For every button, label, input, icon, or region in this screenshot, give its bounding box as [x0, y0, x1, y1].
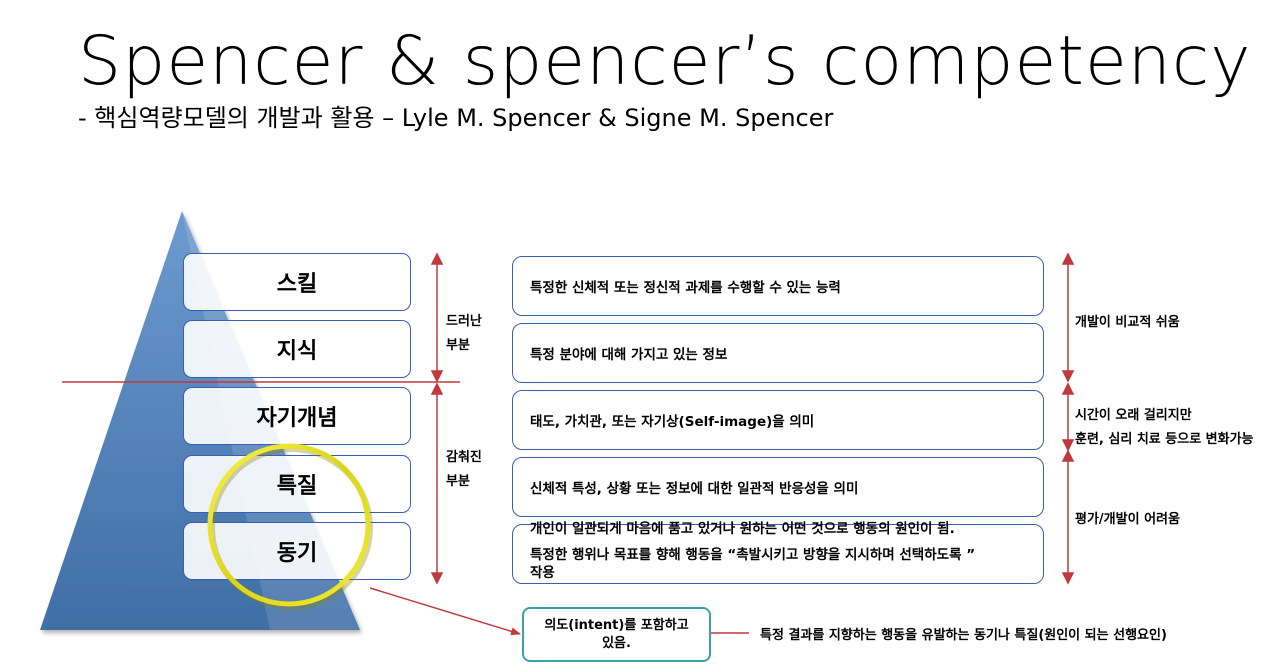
- description-traits: 신체적 특성, 상황 또는 정보에 대한 일관적 반응성을 의미: [512, 457, 1044, 517]
- development-easy-label: 개발이 비교적 쉬움: [1075, 315, 1180, 330]
- hidden-part-label: 감춰진 부분: [446, 450, 482, 489]
- visible-part-label: 드러난 부분: [446, 314, 482, 353]
- level-label: 동기: [276, 541, 318, 566]
- page-subtitle: - 핵심역량모델의 개발과 활용 – Lyle M. Spencer & Sig…: [78, 104, 834, 132]
- level-label: 스킬: [276, 272, 318, 297]
- level-box-knowledge: 지식: [183, 320, 411, 378]
- intent-note: 특정 결과를 지향하는 행동을 유발하는 동기나 특질(원인이 되는 선행요인): [760, 628, 1167, 643]
- level-box-traits: 특질: [183, 455, 411, 513]
- page-title: Spencer & spencer’s competency: [78, 22, 1252, 101]
- description-self-concept: 태도, 가치관, 또는 자기상(Self-image)을 의미: [512, 390, 1044, 450]
- development-arrows: [1061, 252, 1075, 585]
- level-box-self-concept: 자기개념: [183, 387, 411, 445]
- development-hard-label: 평가/개발이 어려움: [1075, 512, 1180, 527]
- level-label: 특질: [276, 474, 318, 499]
- level-label: 지식: [276, 339, 318, 364]
- description-skill: 특정한 신체적 또는 정신적 과제를 수행할 수 있는 능력: [512, 256, 1044, 316]
- intent-callout-box: 의도(intent)를 포함하고 있음.: [522, 607, 711, 662]
- level-box-skill: 스킬: [183, 253, 411, 311]
- development-moderate-label: 시간이 오래 걸리지만 훈련, 심리 치료 등으로 변화가능: [1075, 408, 1254, 447]
- callout-arrow: [369, 587, 521, 636]
- level-box-motives: 동기: [183, 522, 411, 580]
- description-knowledge: 특정 분야에 대해 가지고 있는 정보: [512, 323, 1044, 383]
- visibility-arrows: [430, 252, 444, 585]
- level-label: 자기개념: [256, 406, 338, 431]
- description-motives: 개인이 일관되게 마음에 품고 있거나 원하는 어떤 것으로 행동의 원인이 됨…: [512, 521, 1044, 584]
